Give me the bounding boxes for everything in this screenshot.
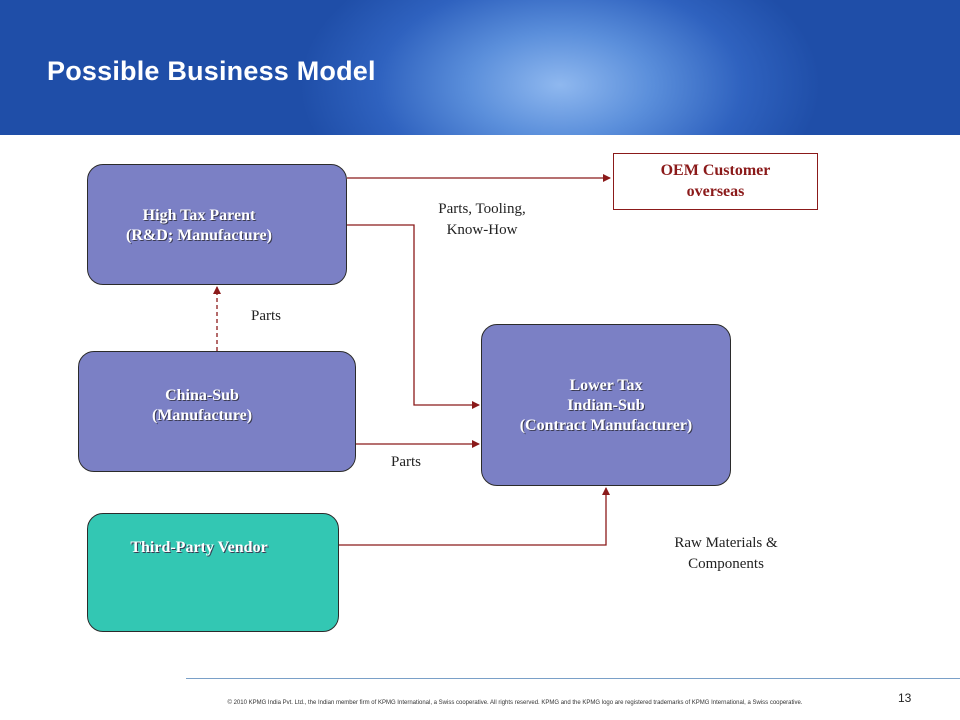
- edge-label-parts-right: Parts: [391, 454, 421, 470]
- node-indian-sub: Lower Tax Indian-Sub (Contract Manufactu…: [481, 324, 731, 486]
- node-label-line: Lower Tax: [569, 377, 643, 394]
- node-china-sub: China-Sub (Manufacture): [78, 351, 356, 472]
- edge-label-line: Know-How: [446, 222, 518, 238]
- node-high-tax-parent: High Tax Parent (R&D; Manufacture): [87, 164, 347, 285]
- footer-divider: [186, 678, 960, 679]
- arrow-vendor-to-indian: [339, 487, 610, 546]
- node-label-line: High Tax Parent: [142, 207, 256, 224]
- edge-label-raw-materials: Raw Materials & Components: [646, 533, 806, 575]
- slide-title: Possible Business Model: [47, 56, 376, 86]
- node-label-line: Third-Party Vendor: [130, 539, 268, 556]
- edge-label-tooling: Parts, Tooling, Know-How: [412, 199, 552, 241]
- node-oem-customer: OEM Customer overseas: [613, 153, 818, 210]
- edge-label-parts-up: Parts: [251, 308, 281, 324]
- node-third-party-vendor: Third-Party Vendor: [87, 513, 339, 632]
- node-label-line: (R&D; Manufacture): [126, 227, 272, 244]
- edge-label-line: Parts, Tooling,: [438, 201, 526, 217]
- arrow-parent-to-indian: [347, 224, 480, 409]
- node-label-line: overseas: [686, 183, 745, 200]
- node-label-line: OEM Customer: [660, 162, 771, 179]
- node-label-line: Indian-Sub: [567, 397, 645, 414]
- edge-label-line: Raw Materials &: [674, 535, 778, 551]
- node-label-line: China-Sub: [165, 387, 239, 404]
- header-banner: Possible Business Model: [0, 0, 960, 135]
- copyright-notice: © 2010 KPMG India Pvt. Ltd., the Indian …: [227, 700, 803, 706]
- node-label-line: (Manufacture): [151, 407, 253, 424]
- edge-label-line: Components: [688, 556, 764, 572]
- page-number: 13: [898, 691, 912, 705]
- node-label-line: (Contract Manufacturer): [519, 417, 693, 434]
